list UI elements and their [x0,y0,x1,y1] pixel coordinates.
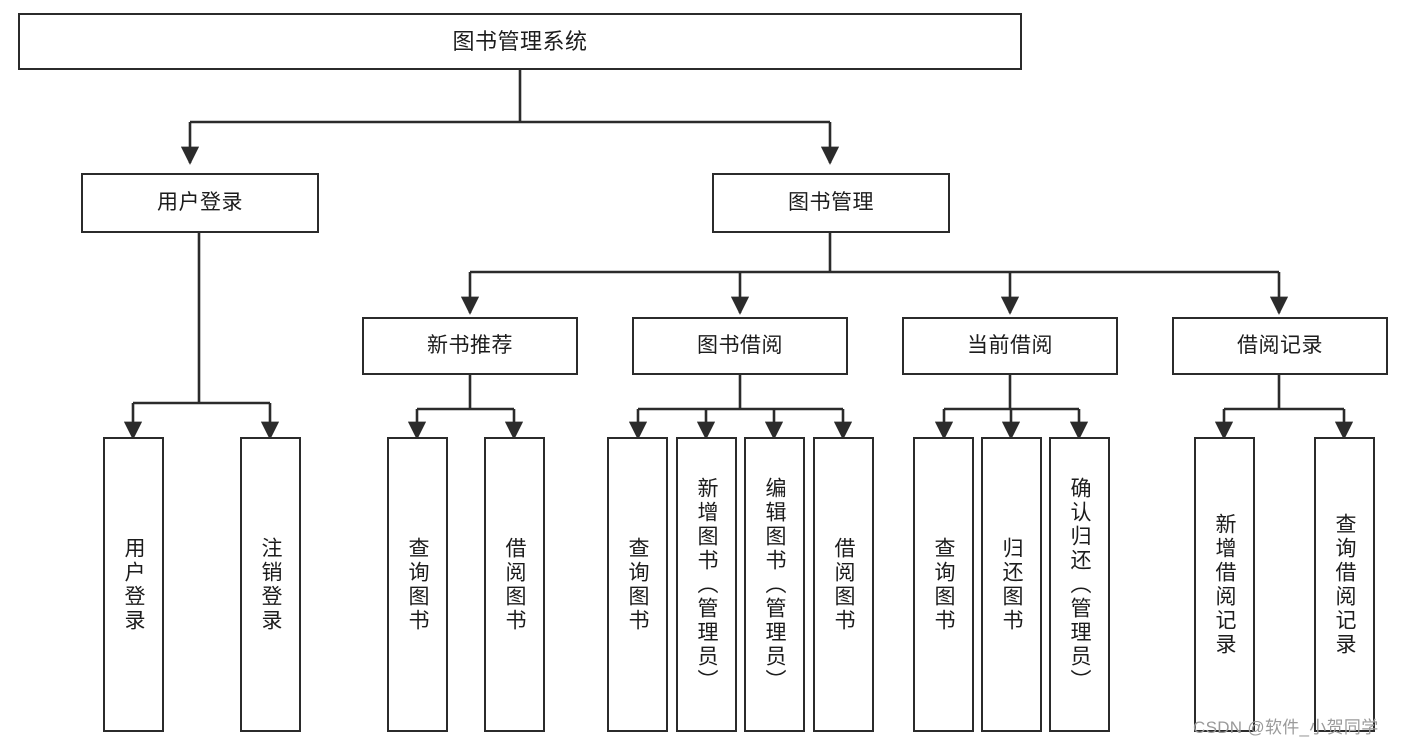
leaf-logout[interactable]: 注销登录 [240,437,301,732]
leaf-query-books-recommend[interactable]: 查询图书 [387,437,448,732]
node-label: 归还图书 [1000,536,1023,633]
node-book-management[interactable]: 图书管理 [712,173,950,233]
leaf-return-books[interactable]: 归还图书 [981,437,1042,732]
node-label: 编辑图书（管理员） [763,476,786,693]
node-label: 图书管理系统 [452,28,588,54]
leaf-query-books-borrowing[interactable]: 查询图书 [607,437,668,732]
node-label: 查询图书 [406,536,429,633]
node-label: 借阅图书 [503,536,526,633]
leaf-borrow-books-recommend[interactable]: 借阅图书 [484,437,545,732]
leaf-borrow-books-borrowing[interactable]: 借阅图书 [813,437,874,732]
node-label: 新增借阅记录 [1213,512,1236,657]
node-label: 借阅记录 [1237,333,1323,357]
node-label: 查询图书 [626,536,649,633]
leaf-add-book-admin[interactable]: 新增图书（管理员） [676,437,737,732]
node-label: 注销登录 [259,536,282,633]
node-current-borrowing[interactable]: 当前借阅 [902,317,1118,375]
leaf-query-books-current[interactable]: 查询图书 [913,437,974,732]
node-book-borrowing[interactable]: 图书借阅 [632,317,848,375]
node-borrow-records[interactable]: 借阅记录 [1172,317,1388,375]
csdn-watermark: CSDN @软件_小贺同学 [1193,718,1379,737]
node-label: 用户登录 [122,536,145,633]
leaf-query-borrow-record[interactable]: 查询借阅记录 [1314,437,1375,732]
node-label: 查询图书 [932,536,955,633]
leaf-edit-book-admin[interactable]: 编辑图书（管理员） [744,437,805,732]
node-label: 图书借阅 [697,333,783,357]
leaf-confirm-return-admin[interactable]: 确认归还（管理员） [1049,437,1110,732]
node-label: 新书推荐 [427,333,513,357]
node-user-login[interactable]: 用户登录 [81,173,319,233]
leaf-user-login[interactable]: 用户登录 [103,437,164,732]
node-root-book-management-system[interactable]: 图书管理系统 [18,13,1022,70]
node-label: 新增图书（管理员） [695,476,718,693]
node-label: 图书管理 [788,190,874,214]
node-label: 确认归还（管理员） [1068,476,1091,693]
node-new-book-recommendation[interactable]: 新书推荐 [362,317,578,375]
node-label: 用户登录 [157,190,243,214]
leaf-add-borrow-record[interactable]: 新增借阅记录 [1194,437,1255,732]
node-label: 查询借阅记录 [1333,512,1356,657]
node-label: 当前借阅 [967,333,1053,357]
node-label: 借阅图书 [832,536,855,633]
